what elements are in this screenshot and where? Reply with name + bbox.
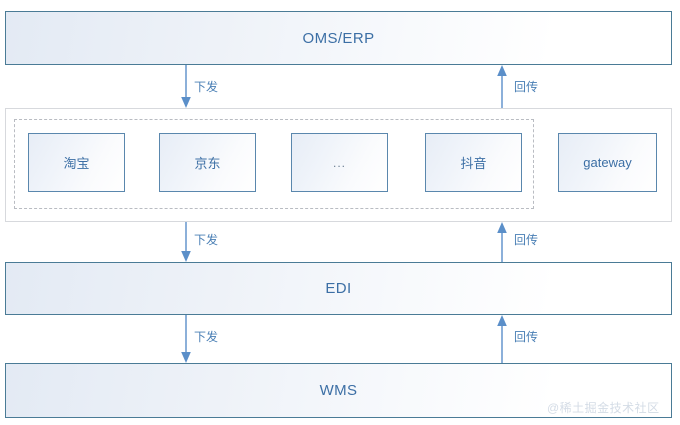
arrow-channel-to-edi-down [179, 222, 193, 262]
arrow-oms-to-channel-down [179, 65, 193, 108]
node-douyin-label: 抖音 [460, 156, 487, 171]
watermark: @稀土掘金技术社区 [547, 401, 660, 415]
arrow-label-edi-to-wms-down: 下发 [194, 330, 219, 344]
node-taobao[interactable]: 淘宝 [28, 133, 125, 192]
band-wms-label: WMS [319, 382, 358, 399]
node-taobao-label: 淘宝 [63, 156, 90, 171]
arrow-wms-to-edi-up [495, 315, 509, 363]
arrow-channel-to-oms-up [495, 65, 509, 108]
band-oms-erp[interactable]: OMS/ERP [5, 11, 672, 65]
node-gateway-label: gateway [583, 155, 632, 170]
arrow-edi-to-channel-up [495, 222, 509, 262]
node-jingdong[interactable]: 京东 [159, 133, 256, 192]
arrow-edi-to-wms-down [179, 315, 193, 363]
band-oms-erp-label: OMS/ERP [302, 29, 375, 47]
arrow-label-channel-to-edi-down: 下发 [194, 233, 219, 247]
node-gateway[interactable]: gateway [558, 133, 657, 192]
band-wms[interactable]: WMS [5, 363, 672, 418]
node-more[interactable]: ... [291, 133, 388, 192]
arrow-label-edi-to-channel-up: 回传 [514, 233, 539, 247]
arrow-label-wms-to-edi-up: 回传 [514, 330, 539, 344]
channel-dashed-group [14, 119, 534, 209]
arrow-label-channel-to-oms-up: 回传 [514, 80, 539, 94]
node-douyin[interactable]: 抖音 [425, 133, 522, 192]
arrow-label-oms-to-channel-down: 下发 [194, 80, 219, 94]
node-more-label: ... [332, 155, 346, 170]
band-edi-label: EDI [325, 280, 352, 297]
node-jingdong-label: 京东 [194, 156, 221, 171]
band-edi[interactable]: EDI [5, 262, 672, 315]
